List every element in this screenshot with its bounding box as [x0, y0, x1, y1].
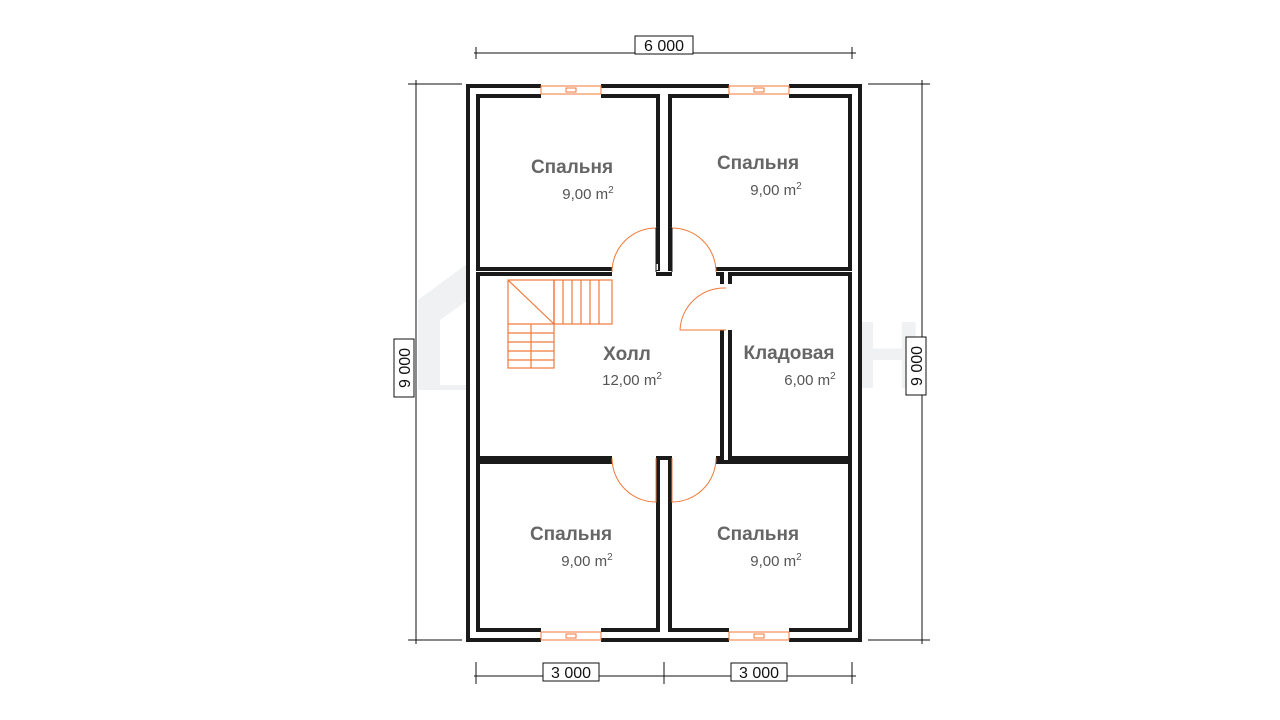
door-swings — [611, 227, 727, 503]
window-top-right — [728, 83, 790, 98]
svg-text:6 000: 6 000 — [644, 38, 684, 55]
staircase — [507, 279, 613, 369]
room-name: Спальня — [717, 153, 799, 174]
room-name: Кладовая — [744, 343, 835, 364]
room-name: Спальня — [530, 524, 612, 545]
room-name: Спальня — [531, 157, 613, 178]
door-swing-top-left — [611, 227, 657, 273]
door-swing-bottom-right — [671, 457, 717, 503]
room-area: 9,00 m2 — [561, 552, 613, 570]
room-area: 12,00 m2 — [602, 371, 662, 389]
room-bedroom-top-left: Спальня 9,00 m2 — [531, 157, 614, 203]
room-bedroom-bottom-right: Спальня 9,00 m2 — [717, 524, 802, 570]
room-hall: Холл 12,00 m2 — [602, 344, 662, 389]
room-bedroom-top-right: Спальня 9,00 m2 — [717, 153, 802, 199]
room-outline-top-left — [476, 94, 660, 271]
dimension-label-bottom-left: 3 000 — [542, 662, 600, 682]
room-storage: Кладовая 6,00 m2 — [744, 343, 837, 389]
room-outline-storage — [728, 272, 852, 460]
door-swing-storage — [679, 287, 727, 331]
room-area: 9,00 m2 — [750, 552, 802, 570]
dimension-label-top: 6 000 — [634, 35, 694, 55]
room-outline-hall — [476, 272, 724, 460]
windows — [540, 83, 790, 643]
svg-text:9 000: 9 000 — [909, 346, 926, 386]
window-bottom-left — [540, 628, 602, 643]
room-outline-top-right — [668, 94, 852, 271]
svg-text:3 000: 3 000 — [551, 665, 591, 682]
svg-text:3 000: 3 000 — [739, 665, 779, 682]
dimension-label-right: 9 000 — [905, 336, 927, 396]
svg-text:9 000: 9 000 — [397, 348, 414, 388]
room-name: Спальня — [717, 524, 799, 545]
door-swing-top-right — [671, 227, 717, 273]
walls — [466, 84, 862, 642]
dimension-label-bottom-right: 3 000 — [730, 662, 788, 682]
window-bottom-right — [728, 628, 790, 643]
room-area: 9,00 m2 — [562, 185, 614, 203]
dimension-label-left: 9 000 — [393, 338, 415, 398]
door-swing-bottom-left — [611, 457, 657, 503]
room-area: 6,00 m2 — [784, 371, 836, 389]
door-leaves — [655, 228, 673, 272]
room-outline-bottom-right — [668, 460, 852, 632]
room-bedroom-bottom-left: Спальня 9,00 m2 — [530, 524, 613, 570]
door-openings — [612, 264, 734, 466]
window-top-left — [540, 83, 602, 98]
room-outline-bottom-left — [476, 460, 660, 632]
room-area: 9,00 m2 — [750, 181, 802, 199]
room-name: Холл — [603, 344, 651, 365]
